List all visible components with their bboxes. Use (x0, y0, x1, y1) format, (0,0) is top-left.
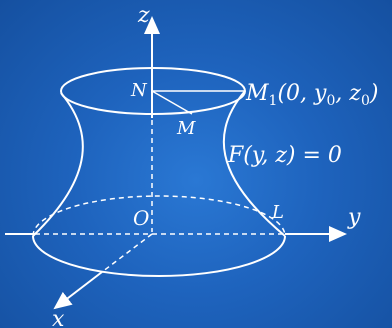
origin-label: O (133, 206, 149, 230)
curve-L-label: L (271, 202, 284, 223)
x-axis-label: x (52, 307, 65, 328)
z-axis-label: z (137, 3, 150, 28)
bottom-circle-front (32, 235, 286, 277)
left-generatrix (32, 92, 84, 237)
point-M-label: M (176, 118, 196, 139)
right-generatrix (222, 90, 286, 237)
y-axis-label: y (347, 205, 361, 230)
bottom-circle-back (32, 195, 286, 237)
point-M1-label: M1(0, y0, z0) (245, 81, 378, 109)
curve-args: (y, z) = 0 (243, 143, 342, 168)
curve-equation: F(y, z) = 0 (227, 143, 342, 168)
curve-F: F (227, 143, 244, 168)
y0-subscript: 0 (326, 93, 335, 109)
point-M1-coords: (0, y (277, 81, 327, 106)
x-axis (53, 271, 103, 310)
close-paren: ) (369, 81, 379, 106)
point-M1-letter: M (245, 81, 269, 106)
point-N-label: N (130, 80, 148, 101)
z0-subscript: 0 (361, 93, 370, 109)
comma-z: , z (335, 81, 361, 106)
radius-N-M (151, 90, 193, 115)
point-M1-subscript: 1 (269, 93, 278, 109)
x-axis-hidden (101, 233, 153, 273)
